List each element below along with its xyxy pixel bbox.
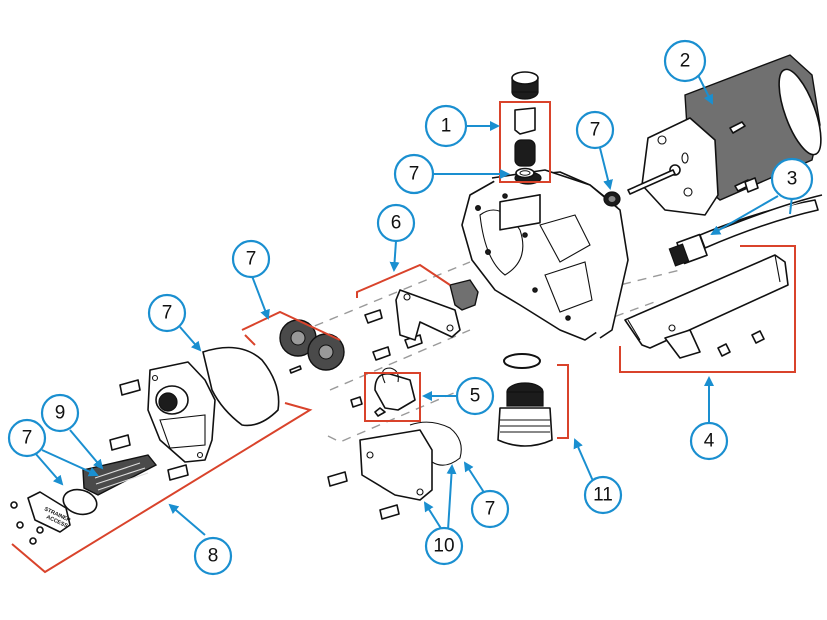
bracket-8	[11, 402, 313, 574]
callout-7d-label: 7	[162, 303, 173, 324]
hose-and-fitting	[668, 194, 823, 267]
callout-3-label: 3	[787, 169, 798, 190]
callout-10[interactable]: 10	[424, 526, 464, 566]
axis-line-lower	[327, 299, 661, 443]
access-plate: STRAINER ACCESS	[10, 488, 98, 545]
callout-7c-label: 7	[246, 249, 257, 270]
strainer-screen	[82, 454, 158, 496]
end-cover	[359, 421, 462, 501]
group-brackets	[11, 101, 796, 574]
callout-2[interactable]: 2	[663, 39, 707, 83]
pump-cover	[147, 361, 216, 463]
callout-10-label: 10	[433, 536, 454, 557]
callout-9-label: 9	[55, 403, 66, 424]
pump-housing	[461, 169, 629, 341]
callout-6[interactable]: 6	[376, 203, 416, 243]
callout-7e-label: 7	[22, 428, 33, 449]
callout-7-impellers[interactable]: 7	[231, 239, 271, 279]
callout-4-label: 4	[704, 431, 715, 452]
callout-7f-label: 7	[485, 499, 496, 520]
callout-8-label: 8	[208, 546, 219, 567]
bracket-4	[619, 245, 796, 373]
cam-and-wear-plate	[395, 279, 479, 341]
callout-4[interactable]: 4	[689, 421, 729, 461]
callout-7-strainer-o-ring[interactable]: 7	[393, 153, 435, 195]
callout-11[interactable]: 11	[583, 475, 623, 515]
callout-2-label: 2	[680, 51, 691, 72]
switch-assembly	[374, 367, 416, 417]
callout-1-label: 1	[441, 116, 452, 137]
mounting-bracket	[624, 254, 789, 359]
impellers	[279, 319, 345, 374]
bracket-6	[356, 263, 451, 298]
callout-7a-label: 7	[409, 164, 420, 185]
callout-5[interactable]: 5	[455, 376, 495, 416]
port-fitting	[497, 353, 553, 447]
callout-11-label: 11	[593, 485, 613, 506]
callout-5-label: 5	[470, 386, 481, 407]
bracket-5	[364, 372, 421, 422]
callout-3[interactable]: 3	[770, 157, 814, 201]
bracket-1	[499, 101, 551, 183]
bolts	[109, 177, 759, 520]
callout-7-cover-gasket[interactable]: 7	[147, 293, 187, 333]
leader-lines	[34, 74, 793, 536]
shaft-seal	[603, 191, 621, 207]
strainer-assembly	[511, 71, 539, 179]
callouts: 1 2 3 4 5 6 7 7	[7, 39, 814, 576]
callout-7b-label: 7	[590, 120, 601, 141]
callout-9[interactable]: 9	[40, 393, 80, 433]
cover-gasket	[202, 346, 280, 427]
callout-6-label: 6	[391, 213, 402, 234]
callout-1[interactable]: 1	[424, 104, 468, 148]
callout-7-access-o-ring[interactable]: 7	[7, 418, 47, 458]
bracket-7-impellers	[241, 310, 341, 346]
callout-7-end-gasket[interactable]: 7	[470, 489, 510, 529]
callout-8[interactable]: 8	[193, 536, 233, 576]
callout-7-shaft-seal[interactable]: 7	[575, 110, 615, 150]
bracket-11	[557, 364, 569, 439]
